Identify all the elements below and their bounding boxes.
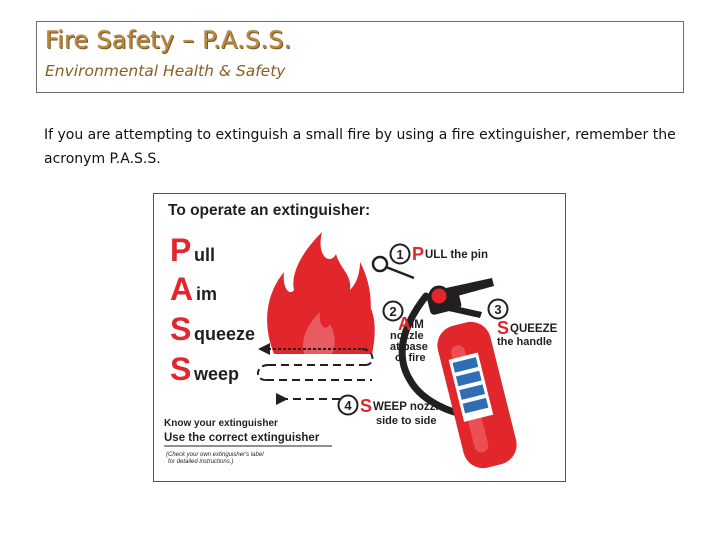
step-2-detail-3: of fire bbox=[395, 352, 426, 364]
step-4-detail: side to side bbox=[376, 415, 437, 427]
note-line-1: (Check your own extinguisher's label bbox=[166, 452, 264, 458]
acronym-rest-pull: ull bbox=[194, 245, 215, 265]
sweep-lines bbox=[257, 348, 374, 400]
fire-extinguisher-icon bbox=[371, 255, 517, 469]
figure-heading: To operate an extinguisher: bbox=[168, 202, 370, 219]
flame-icon bbox=[267, 232, 375, 354]
step-2-number: 2 bbox=[389, 304, 396, 319]
step-2-detail-1: nozzle bbox=[390, 330, 424, 342]
title-box: Fire Safety – P.A.S.S. Environmental Hea… bbox=[36, 21, 684, 93]
acronym-squeeze: S queeze bbox=[170, 311, 255, 347]
intro-paragraph: If you are attempting to extinguish a sm… bbox=[44, 127, 676, 167]
step-4-label: WEEP nozzle bbox=[373, 401, 445, 413]
pass-illustration: To operate an extinguisher: P ull A im S… bbox=[153, 193, 566, 482]
step-2-detail-2: at base bbox=[390, 341, 428, 353]
acronym-letter-a: A bbox=[170, 271, 193, 307]
acronym-rest-squeeze: queeze bbox=[194, 324, 255, 344]
step-4-number: 4 bbox=[344, 398, 352, 413]
page-subtitle: Environmental Health & Safety bbox=[45, 62, 286, 80]
step-1-number: 1 bbox=[396, 247, 403, 262]
step-2-letter: A bbox=[398, 314, 411, 334]
acronym-pull: P ull bbox=[170, 232, 215, 268]
step-4-letter: S bbox=[360, 396, 372, 416]
page-title: Fire Safety – P.A.S.S. bbox=[45, 26, 292, 54]
arrow-left-icon bbox=[258, 343, 270, 355]
step-2-label: IM bbox=[411, 319, 424, 331]
know-extinguisher-line: Know your extinguisher bbox=[164, 418, 278, 429]
step-3-letter: S bbox=[497, 318, 509, 338]
step-3-detail: the handle bbox=[497, 336, 552, 348]
note-line-2: for detailed instructions.) bbox=[168, 459, 233, 465]
acronym-letter-s2: S bbox=[170, 351, 191, 387]
step-1-callout: 1 P ULL the pin bbox=[389, 243, 488, 265]
step-1-letter: P bbox=[412, 244, 424, 264]
step-2-callout: 2 A IM nozzle at base of fire bbox=[382, 300, 428, 364]
use-correct-line: Use the correct extinguisher bbox=[164, 432, 320, 444]
acronym-sweep: S weep bbox=[170, 351, 239, 387]
step-3-callout: 3 S QUEEZE the handle bbox=[487, 298, 558, 348]
arrow-right-icon bbox=[276, 393, 288, 405]
step-1-label: ULL the pin bbox=[425, 249, 488, 261]
acronym-aim: A im bbox=[170, 271, 217, 307]
acronym-rest-aim: im bbox=[196, 284, 217, 304]
pass-illustration-graphic: To operate an extinguisher: P ull A im S… bbox=[164, 202, 558, 469]
acronym-letter-s1: S bbox=[170, 311, 191, 347]
step-4-callout: 4 S WEEP nozzle side to side bbox=[337, 394, 445, 427]
acronym-letter-p: P bbox=[170, 232, 191, 268]
step-3-number: 3 bbox=[494, 302, 501, 317]
acronym-rest-sweep: weep bbox=[193, 364, 239, 384]
step-3-label: QUEEZE bbox=[510, 323, 558, 335]
